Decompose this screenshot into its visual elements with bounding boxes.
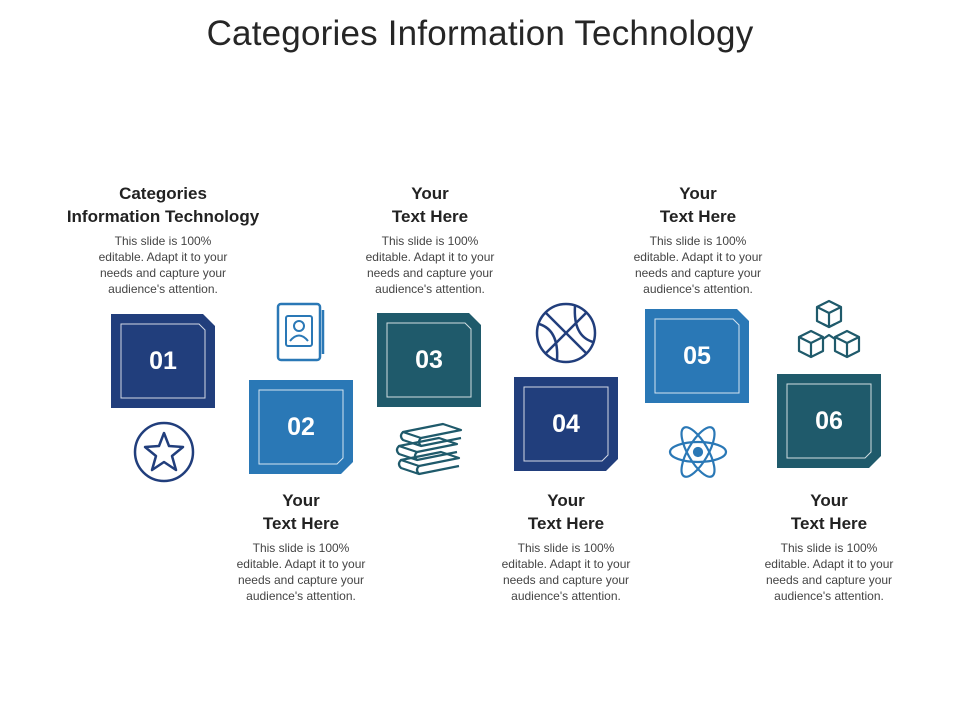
item-04-body: This slide is 100% editable. Adapt it to… [486,540,646,604]
item-02-heading-line: Your [282,491,320,510]
item-05-body: This slide is 100% editable. Adapt it to… [618,233,778,297]
item-04-number: 04 [552,410,580,438]
item-05-heading-line: Your [679,184,717,203]
star-circle-icon [133,421,195,488]
item-01-body-line: audience's attention. [108,282,218,296]
item-01-body-line: This slide is 100% [114,234,212,248]
item-05-heading-line: Text Here [659,207,737,226]
item-04-body-line: needs and capture your [502,573,630,587]
item-05-body-line: needs and capture your [634,266,762,280]
item-01-heading-line: Categories [119,184,207,203]
item-03-body-line: needs and capture your [366,266,494,280]
item-06-body-line: editable. Adapt it to your [764,557,894,571]
item-04-heading-line: Your [547,491,585,510]
item-02-badge-shape [249,380,353,474]
item-06-body-line: This slide is 100% [780,541,878,555]
book-stack-icon [393,420,465,487]
item-05-body-line: audience's attention. [643,282,753,296]
item-06-badge: 06 [777,374,881,468]
item-02-heading: Your Text Here [181,489,421,535]
item-03-body: This slide is 100% editable. Adapt it to… [350,233,510,297]
cubes-icon [795,299,863,370]
item-02-heading-line: Text Here [262,514,340,533]
basketball-icon [535,302,597,369]
item-04-body-line: This slide is 100% [517,541,615,555]
item-04-badge: 04 [514,377,618,471]
item-05-body-line: editable. Adapt it to your [633,250,763,264]
item-06-heading-line: Your [810,491,848,510]
item-05-body-line: This slide is 100% [649,234,747,248]
atom-icon [667,421,729,488]
item-06-heading-line: Text Here [790,514,868,533]
slide-title: Categories Information Technology [206,14,754,53]
item-01-heading-line: Information Technology [66,207,260,226]
item-05-badge: 05 [645,309,749,403]
item-04-body-line: audience's attention. [511,589,621,603]
item-02-body-line: This slide is 100% [252,541,350,555]
item-03-heading-line: Text Here [391,207,469,226]
item-06-heading: Your Text Here [709,489,949,535]
item-02-body-line: editable. Adapt it to your [236,557,366,571]
item-06-number: 06 [815,407,843,435]
item-04-heading-line: Text Here [527,514,605,533]
item-03-badge-shape [377,313,481,407]
item-03-body-line: audience's attention. [375,282,485,296]
item-06-body: This slide is 100% editable. Adapt it to… [749,540,909,604]
item-05-number: 05 [683,342,711,370]
item-03-number: 03 [415,346,443,374]
item-01-badge-shape [111,314,215,408]
item-01-heading: Categories Information Technology [43,182,283,228]
item-03-heading: Your Text Here [310,182,550,228]
item-06-body-line: audience's attention. [774,589,884,603]
item-02-body-line: audience's attention. [246,589,356,603]
item-05-heading: Your Text Here [578,182,818,228]
item-01-body-line: needs and capture your [99,266,227,280]
item-04-badge-shape [514,377,618,471]
item-02-badge: 02 [249,380,353,474]
item-06-body-line: needs and capture your [765,573,893,587]
item-01-badge: 01 [111,314,215,408]
item-01-body: This slide is 100% editable. Adapt it to… [83,233,243,297]
item-04-body-line: editable. Adapt it to your [501,557,631,571]
item-02-body-line: needs and capture your [237,573,365,587]
item-04-heading: Your Text Here [446,489,686,535]
contact-book-icon [276,302,328,367]
item-03-badge: 03 [377,313,481,407]
item-02-body: This slide is 100% editable. Adapt it to… [221,540,381,604]
item-03-heading-line: Your [411,184,449,203]
item-02-number: 02 [287,413,315,441]
item-06-badge-shape [777,374,881,468]
item-01-body-line: editable. Adapt it to your [98,250,228,264]
item-05-badge-shape [645,309,749,403]
item-03-body-line: editable. Adapt it to your [365,250,495,264]
item-03-body-line: This slide is 100% [381,234,479,248]
item-01-number: 01 [149,347,177,375]
